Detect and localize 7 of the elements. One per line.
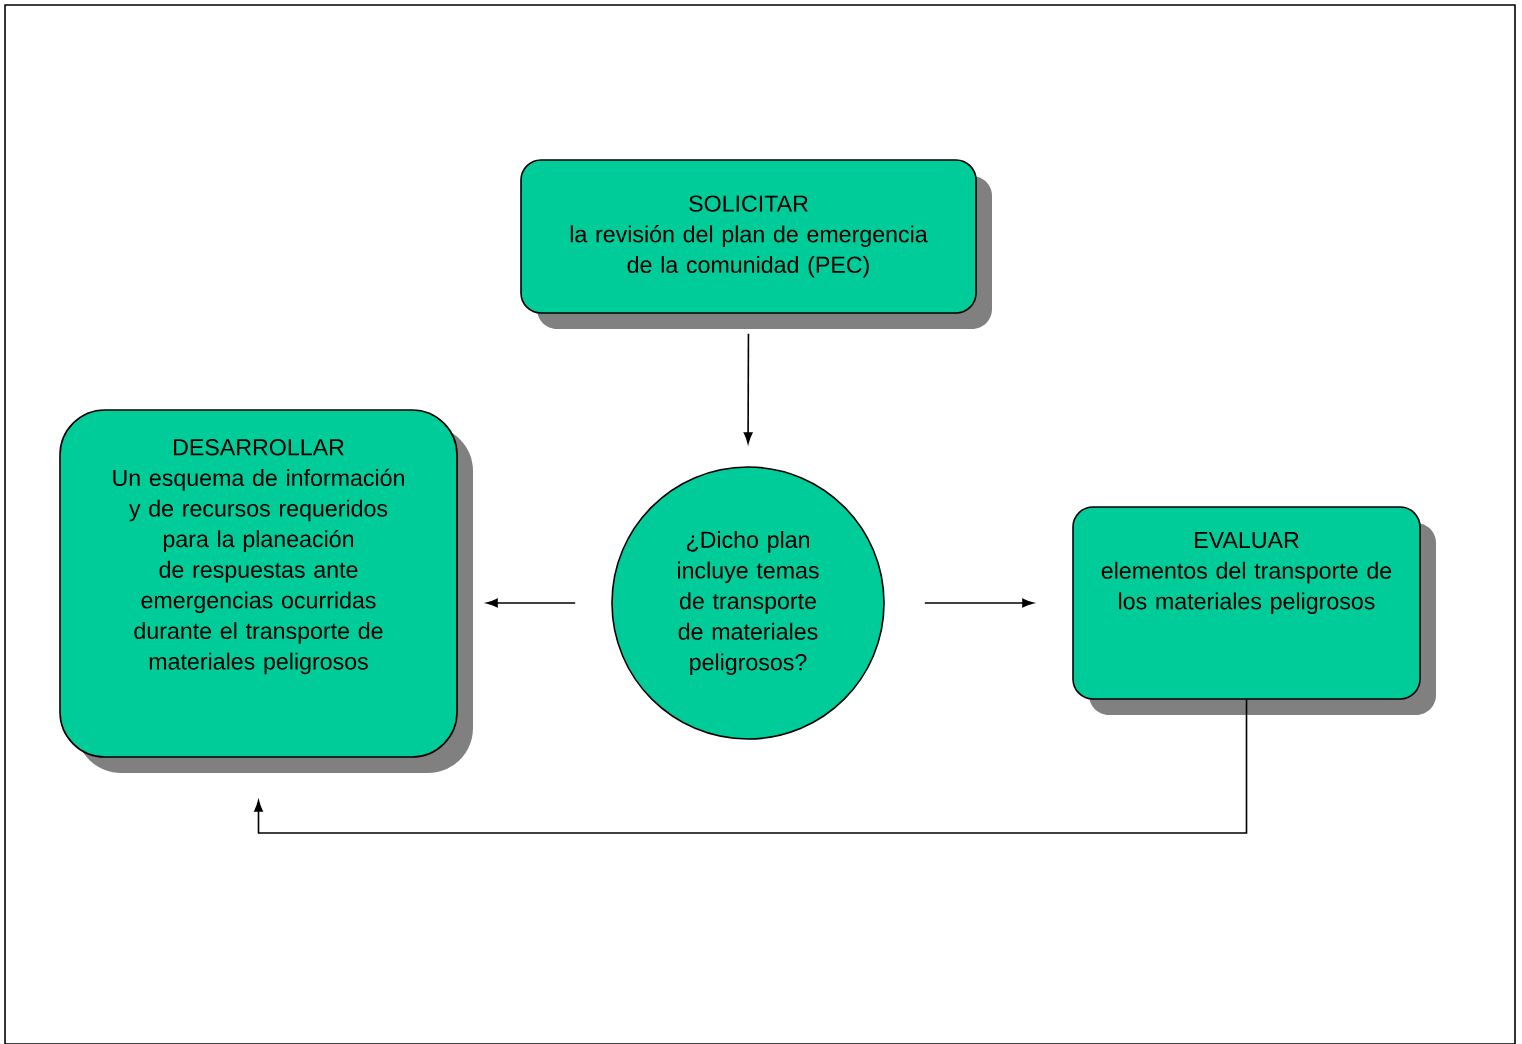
arrow	[486, 598, 576, 608]
process-box: EVALUAR elementos del transporte de los materiales peligrosos	[1072, 506, 1436, 715]
arrow	[924, 598, 1034, 608]
arrow	[254, 699, 1248, 834]
arrow	[743, 333, 753, 444]
process-box: SOLICITAR la revisión del plan de emergencia de la comunidad (PEC)	[520, 159, 992, 329]
process-box: DESARROLLAR Un esquema de información y de recursos requeridos para la planeación de respuestas ante emergencias ocurridas durante el transporte de materiales peligrosos	[59, 409, 473, 773]
